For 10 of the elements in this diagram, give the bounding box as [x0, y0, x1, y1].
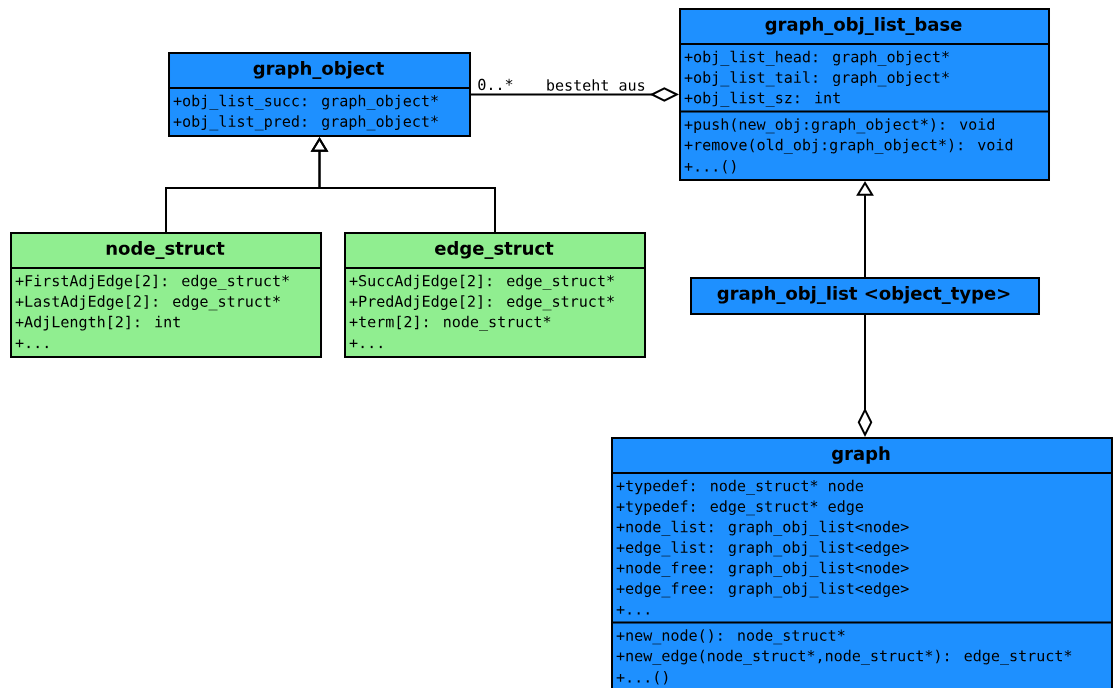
class-box: graph +typedef: node_struct* node +typedef: edge_struct* edge +node_list: graph_obj_list<node> +edge_list: graph_obj_list<edge> +node_free: graph_obj_list<node> +edge_free: graph_obj_list<edge> +... +new_node(): node_struct* +new_edge(node_struct*,node_struct*): edge_struct* +...() — [610, 437, 1113, 688]
class-box: graph_obj_list_base +obj_list_head: graph_object* +obj_list_tail: graph_object* +obj_list_sz: int +push(new_obj:graph_object*): void +remove(old_obj:graph_object*): void +...() — [678, 8, 1050, 181]
connector — [310, 137, 496, 233]
class-box: edge_struct +SuccAdjEdge[2]: edge_struct* +PredAdjEdge[2]: edge_struct* +term[2]: node_struct* +... — [343, 232, 646, 358]
class-box: graph_object +obj_list_succ: graph_object* +obj_list_pred: graph_object* — [167, 52, 471, 137]
edge-label: besteht aus — [547, 79, 645, 91]
multiplicity-label: 0..* — [478, 78, 513, 91]
class-box: node_struct +FirstAdjEdge[2]: edge_struct* +LastAdjEdge[2]: edge_struct* +AdjLength[2]: int +... — [9, 232, 322, 358]
connector — [856, 181, 874, 278]
class-box: graph_obj_list <object_type> — [690, 277, 1040, 315]
